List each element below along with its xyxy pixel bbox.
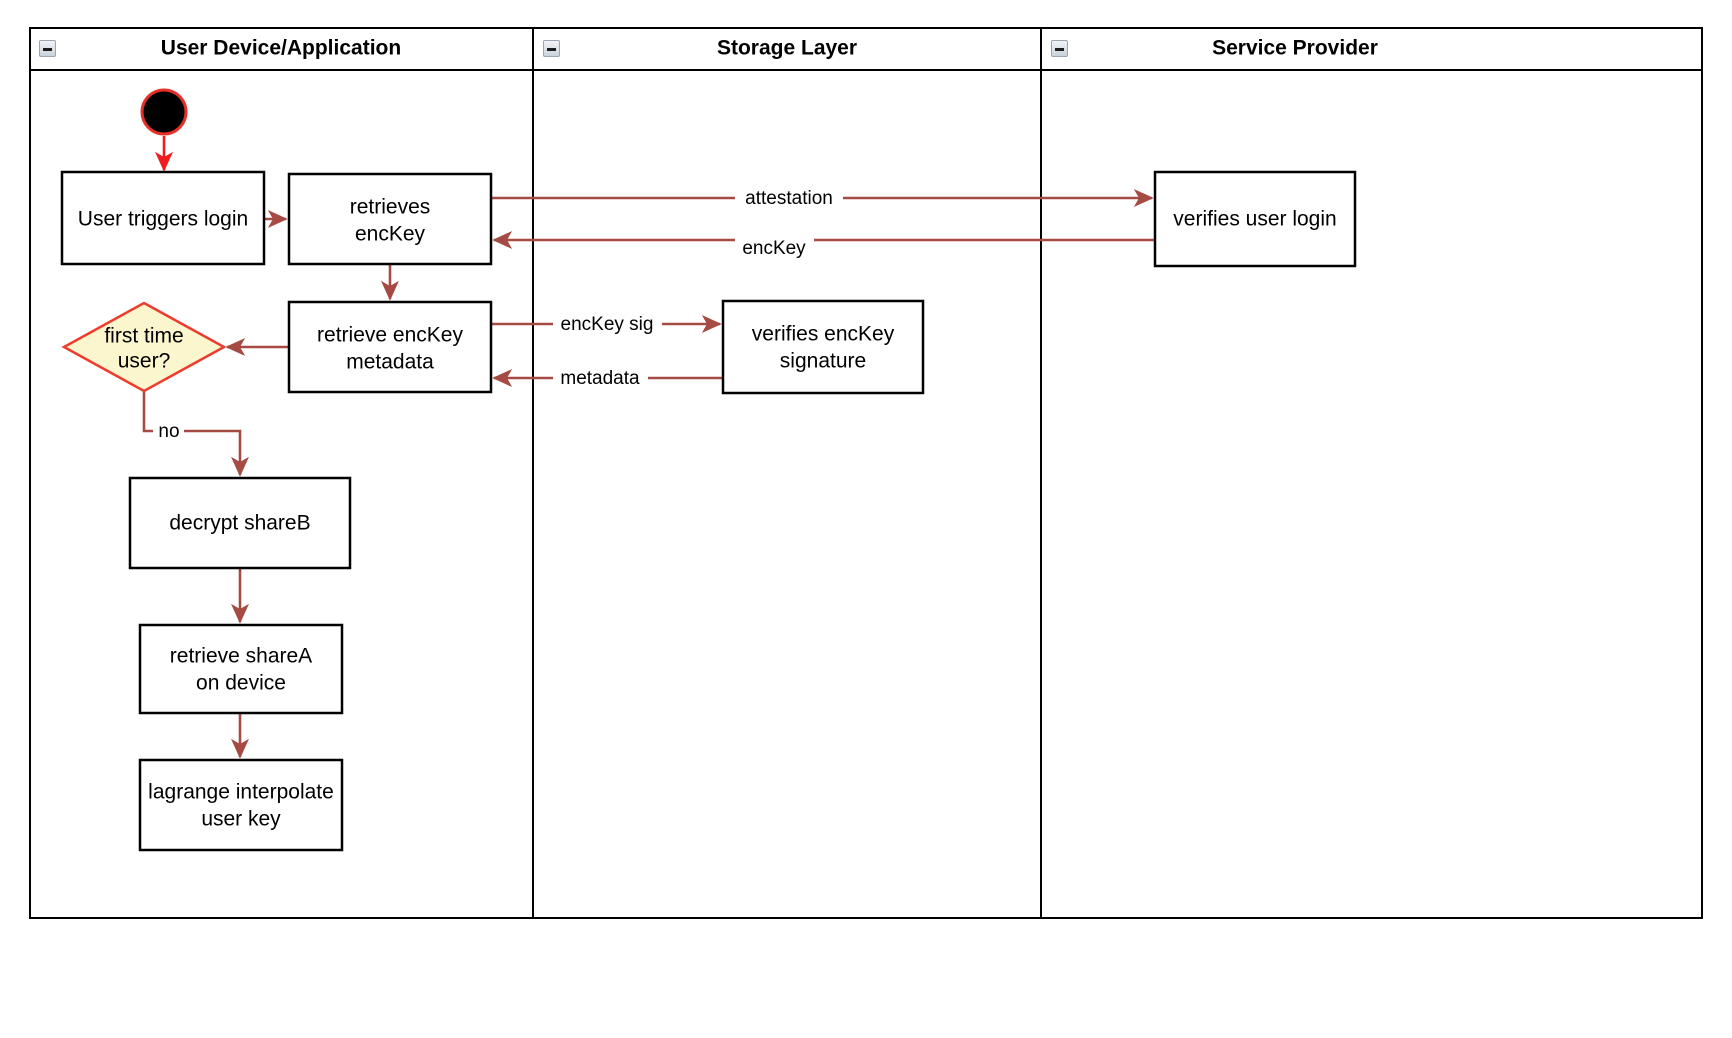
edge-label-no: no: [153, 420, 184, 443]
activity-label-retrieve-sharea-line2: on device: [196, 672, 286, 695]
activity-label-user-triggers-login: User triggers login: [78, 208, 248, 231]
flow-no-to-decrypt: [142, 391, 250, 477]
edge-label-metadata-text: metadata: [560, 368, 640, 389]
activity-label-retrieves-enckey-line2: encKey: [355, 223, 426, 246]
lane-title-user-device: User Device/Application: [161, 37, 401, 60]
activity-label-retrieves-enckey-line1: retrieves: [350, 196, 431, 219]
collapse-icon-storage-layer[interactable]: [543, 40, 560, 57]
edge-label-enckey: encKey: [735, 237, 814, 260]
activity-decrypt-shareb[interactable]: decrypt shareB: [128, 476, 352, 570]
activity-label-verifies-sig-line2: signature: [780, 350, 866, 373]
activity-label-lagrange-line1: lagrange interpolate: [148, 781, 334, 804]
edge-label-attestation: attestation: [735, 187, 843, 210]
edge-label-enckey-sig-text: encKey sig: [561, 314, 654, 335]
decision-first-time-user[interactable]: first time user?: [61, 301, 227, 393]
collapse-icon-service-provider[interactable]: [1051, 40, 1068, 57]
collapse-icon-user-device[interactable]: [39, 40, 56, 57]
lane-title-storage-layer: Storage Layer: [717, 37, 857, 60]
activity-retrieve-sharea-on-device[interactable]: retrieve shareA on device: [138, 623, 344, 715]
activity-label-retrieve-metadata-line2: metadata: [346, 351, 434, 374]
activity-verifies-user-login[interactable]: verifies user login: [1153, 170, 1357, 268]
activity-lagrange-interpolate-user-key[interactable]: lagrange interpolate user key: [138, 758, 344, 852]
activity-user-triggers-login[interactable]: User triggers login: [60, 170, 266, 266]
activity-label-verifies-user-login: verifies user login: [1173, 208, 1336, 231]
lane-title-service-provider: Service Provider: [1212, 37, 1378, 60]
edge-label-metadata: metadata: [553, 367, 648, 390]
activity-retrieve-enckey-metadata[interactable]: retrieve encKey metadata: [287, 300, 493, 394]
activity-retrieves-enckey[interactable]: retrieves encKey: [287, 172, 493, 266]
activity-label-verifies-sig-line1: verifies encKey: [752, 323, 895, 346]
activity-label-retrieve-metadata-line1: retrieve encKey: [317, 324, 463, 347]
edge-label-enckey-sig: encKey sig: [553, 313, 662, 336]
activity-label-lagrange-line2: user key: [201, 808, 281, 831]
edge-label-no-text: no: [158, 421, 179, 442]
lane-storage-layer[interactable]: Storage Layer: [532, 27, 1042, 919]
start-node[interactable]: [140, 88, 188, 136]
lane-service-provider[interactable]: Service Provider: [1040, 27, 1703, 919]
edge-label-enckey-text: encKey: [742, 238, 806, 259]
decision-label-line2: user?: [118, 350, 171, 373]
activity-label-retrieve-sharea-line1: retrieve shareA: [170, 645, 312, 668]
activity-label-decrypt-shareb: decrypt shareB: [169, 512, 310, 535]
decision-label-line1: first time: [104, 325, 183, 348]
activity-verifies-enckey-signature[interactable]: verifies encKey signature: [721, 299, 925, 395]
edge-label-attestation-text: attestation: [745, 188, 833, 209]
